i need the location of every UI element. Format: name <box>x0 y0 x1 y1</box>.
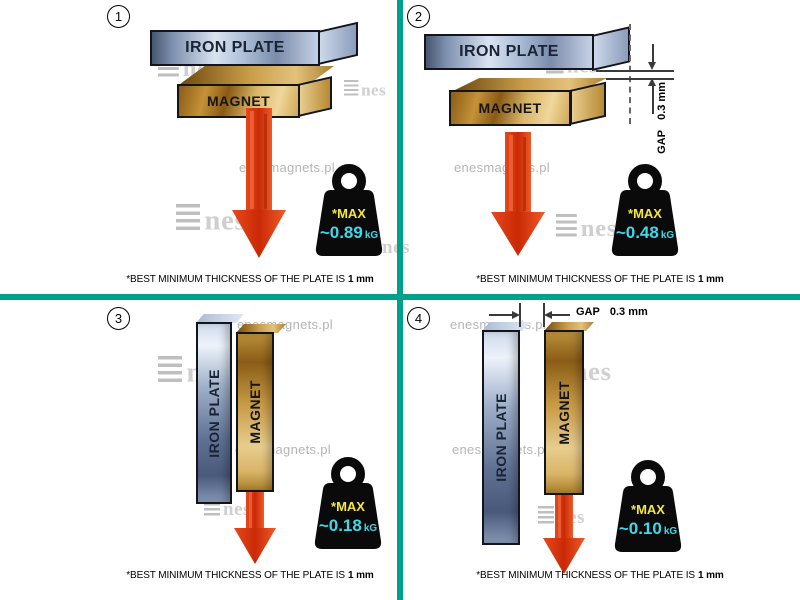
magnet-bar: MAGNET <box>544 330 584 495</box>
max-label: *MAX <box>332 206 366 221</box>
dimension-line <box>489 314 513 316</box>
iron-plate-label: IRON PLATE <box>493 393 509 482</box>
dimension-centerline <box>629 24 631 124</box>
magnet-label: MAGNET <box>556 380 572 445</box>
magnet-label: MAGNET <box>247 380 263 444</box>
caption-text: *BEST MINIMUM THICKNESS OF THE PLATE IS <box>126 274 345 285</box>
panel-number-badge: 4 <box>407 307 430 330</box>
enes-logo-lines <box>344 80 359 98</box>
enes-logo-lines <box>556 214 577 240</box>
max-label: *MAX <box>628 206 662 221</box>
caption-bold-text: 1 mm <box>348 274 374 285</box>
dimension-line <box>596 70 674 72</box>
force-unit: kG <box>660 230 675 241</box>
max-force-value: ~0.18 <box>318 516 362 535</box>
dimension-line <box>652 86 654 114</box>
iron-plate-bar: IRON PLATE <box>150 30 320 66</box>
max-force-value: ~0.10 <box>618 519 662 538</box>
force-unit: kG <box>663 526 678 537</box>
enes-logo-watermark: nes <box>556 214 617 243</box>
max-label: *MAX <box>631 502 665 517</box>
dimension-arrow-up-icon <box>648 78 656 86</box>
gap-label: GAP <box>656 130 668 154</box>
iron-plate-top-face <box>196 314 244 323</box>
pull-force-arrow-icon <box>232 108 286 258</box>
force-unit: kG <box>364 230 379 241</box>
divider-vertical <box>397 0 403 600</box>
dimension-line <box>652 44 654 62</box>
max-force-value: ~0.48 <box>615 223 659 242</box>
iron-plate-label: IRON PLATE <box>459 43 559 60</box>
iron-plate-bar: IRON PLATE <box>196 322 232 504</box>
dimension-line <box>606 78 674 80</box>
magnet-bar: MAGNET <box>449 90 571 126</box>
pull-force-arrow-icon <box>491 132 545 256</box>
panel-number-badge: 1 <box>107 5 130 28</box>
iron-plate-bar: IRON PLATE <box>482 330 520 545</box>
caption-text: *BEST MINIMUM THICKNESS OF THE PLATE IS <box>476 570 695 581</box>
magnet-top-face <box>455 78 607 90</box>
dimension-arrow-down-icon <box>648 62 656 70</box>
iron-plate-label: IRON PLATE <box>206 368 222 458</box>
dimension-line <box>552 314 570 316</box>
enes-logo-text: nes <box>361 80 387 100</box>
magnet-top-face <box>180 66 334 84</box>
dimension-arrow-right-icon <box>512 311 520 319</box>
magnet-bar: MAGNET <box>236 332 274 492</box>
gap-dimension-label: GAP 0.3 mm <box>576 306 648 318</box>
max-force-value: ~0.89 <box>319 223 363 242</box>
enes-logo-watermark: nes <box>344 80 387 100</box>
enes-logo-text: nes <box>580 215 617 243</box>
enes-logo-lines <box>176 204 200 234</box>
panel-number-badge: 3 <box>107 307 130 330</box>
pull-force-arrow-icon <box>543 492 585 574</box>
magnet-label: MAGNET <box>478 100 542 116</box>
magnet-top-face <box>236 324 286 333</box>
caption-text: *BEST MINIMUM THICKNESS OF THE PLATE IS <box>126 570 345 581</box>
dimension-tick <box>543 303 545 327</box>
caption-bold-text: 1 mm <box>698 570 724 581</box>
iron-plate-label: IRON PLATE <box>185 39 285 56</box>
caption-text: *BEST MINIMUM THICKNESS OF THE PLATE IS <box>476 274 695 285</box>
panel-number-badge: 2 <box>407 5 430 28</box>
gap-value: 0.3 mm <box>609 306 648 318</box>
enes-logo-text: nes <box>223 499 251 520</box>
kettlebell-shape <box>314 457 382 549</box>
kettlebell-shape <box>611 164 679 256</box>
magnet-label: MAGNET <box>206 93 271 109</box>
kettlebell-shape <box>614 460 682 552</box>
iron-plate-bar: IRON PLATE <box>424 34 594 70</box>
caption-bold-text: 1 mm <box>348 570 374 581</box>
force-unit: kG <box>363 523 378 534</box>
dimension-arrow-left-icon <box>544 311 552 319</box>
enes-logo-lines <box>538 506 554 526</box>
enes-logo-lines <box>158 356 182 386</box>
divider-horizontal <box>0 294 800 300</box>
iron-plate-top-face <box>482 322 530 331</box>
kettlebell-shape <box>315 164 383 256</box>
max-label: *MAX <box>331 499 365 514</box>
magnet-top-face <box>544 322 594 331</box>
gap-value: 0.3 mm <box>656 82 668 121</box>
caption-bold-text: 1 mm <box>698 274 724 285</box>
gap-dimension-label: GAP 0.3 mm <box>656 46 668 154</box>
gap-label: GAP <box>576 306 600 318</box>
magnet-bar: MAGNET <box>177 84 300 118</box>
